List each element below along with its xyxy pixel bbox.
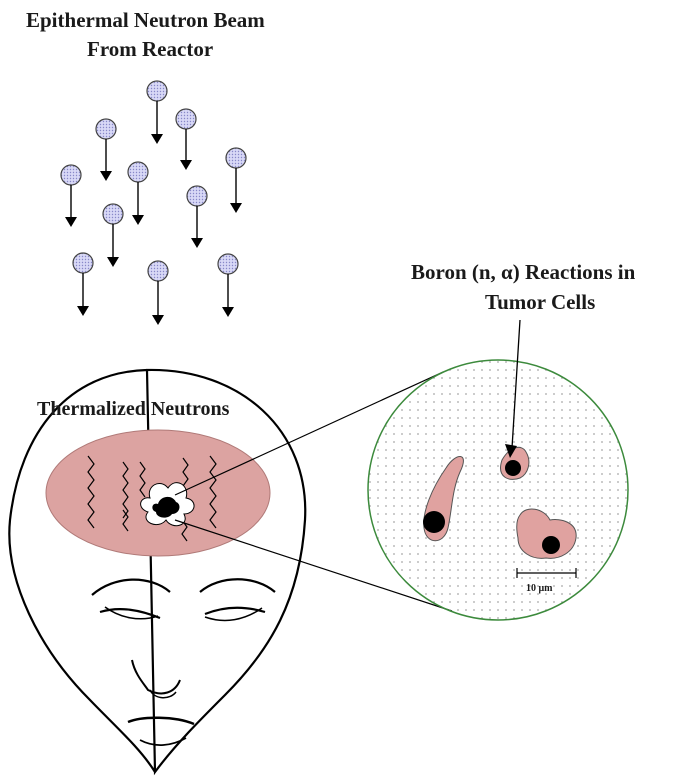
face-features — [92, 579, 275, 745]
boron-nucleus — [423, 511, 445, 533]
neutron-particle — [226, 148, 246, 213]
beam-title-line-1: Epithermal Neutron Beam — [26, 8, 265, 33]
neutron-particle — [218, 254, 238, 317]
neutron-beam — [61, 81, 246, 325]
neutron-particle — [128, 162, 148, 225]
neutron-particle — [187, 186, 207, 248]
neutron-particle — [61, 165, 81, 227]
neutron-particle — [103, 204, 123, 267]
boron-nucleus — [505, 460, 521, 476]
boron-nucleus — [542, 536, 560, 554]
boron-reaction-label-line-1: Boron (n, α) Reactions in — [411, 260, 635, 285]
neutron-particle — [147, 81, 167, 144]
scale-bar-label: 10 μm — [526, 583, 553, 594]
magnified-tissue-view — [368, 360, 628, 620]
beam-title-line-2: From Reactor — [87, 37, 213, 62]
thermalized-neutrons-label: Thermalized Neutrons — [37, 398, 229, 421]
boron-reaction-label-line-2: Tumor Cells — [485, 290, 595, 315]
neutron-particle — [96, 119, 116, 181]
neutron-particle — [176, 109, 196, 170]
neutron-particle — [148, 261, 168, 325]
neutron-particle — [73, 253, 93, 316]
